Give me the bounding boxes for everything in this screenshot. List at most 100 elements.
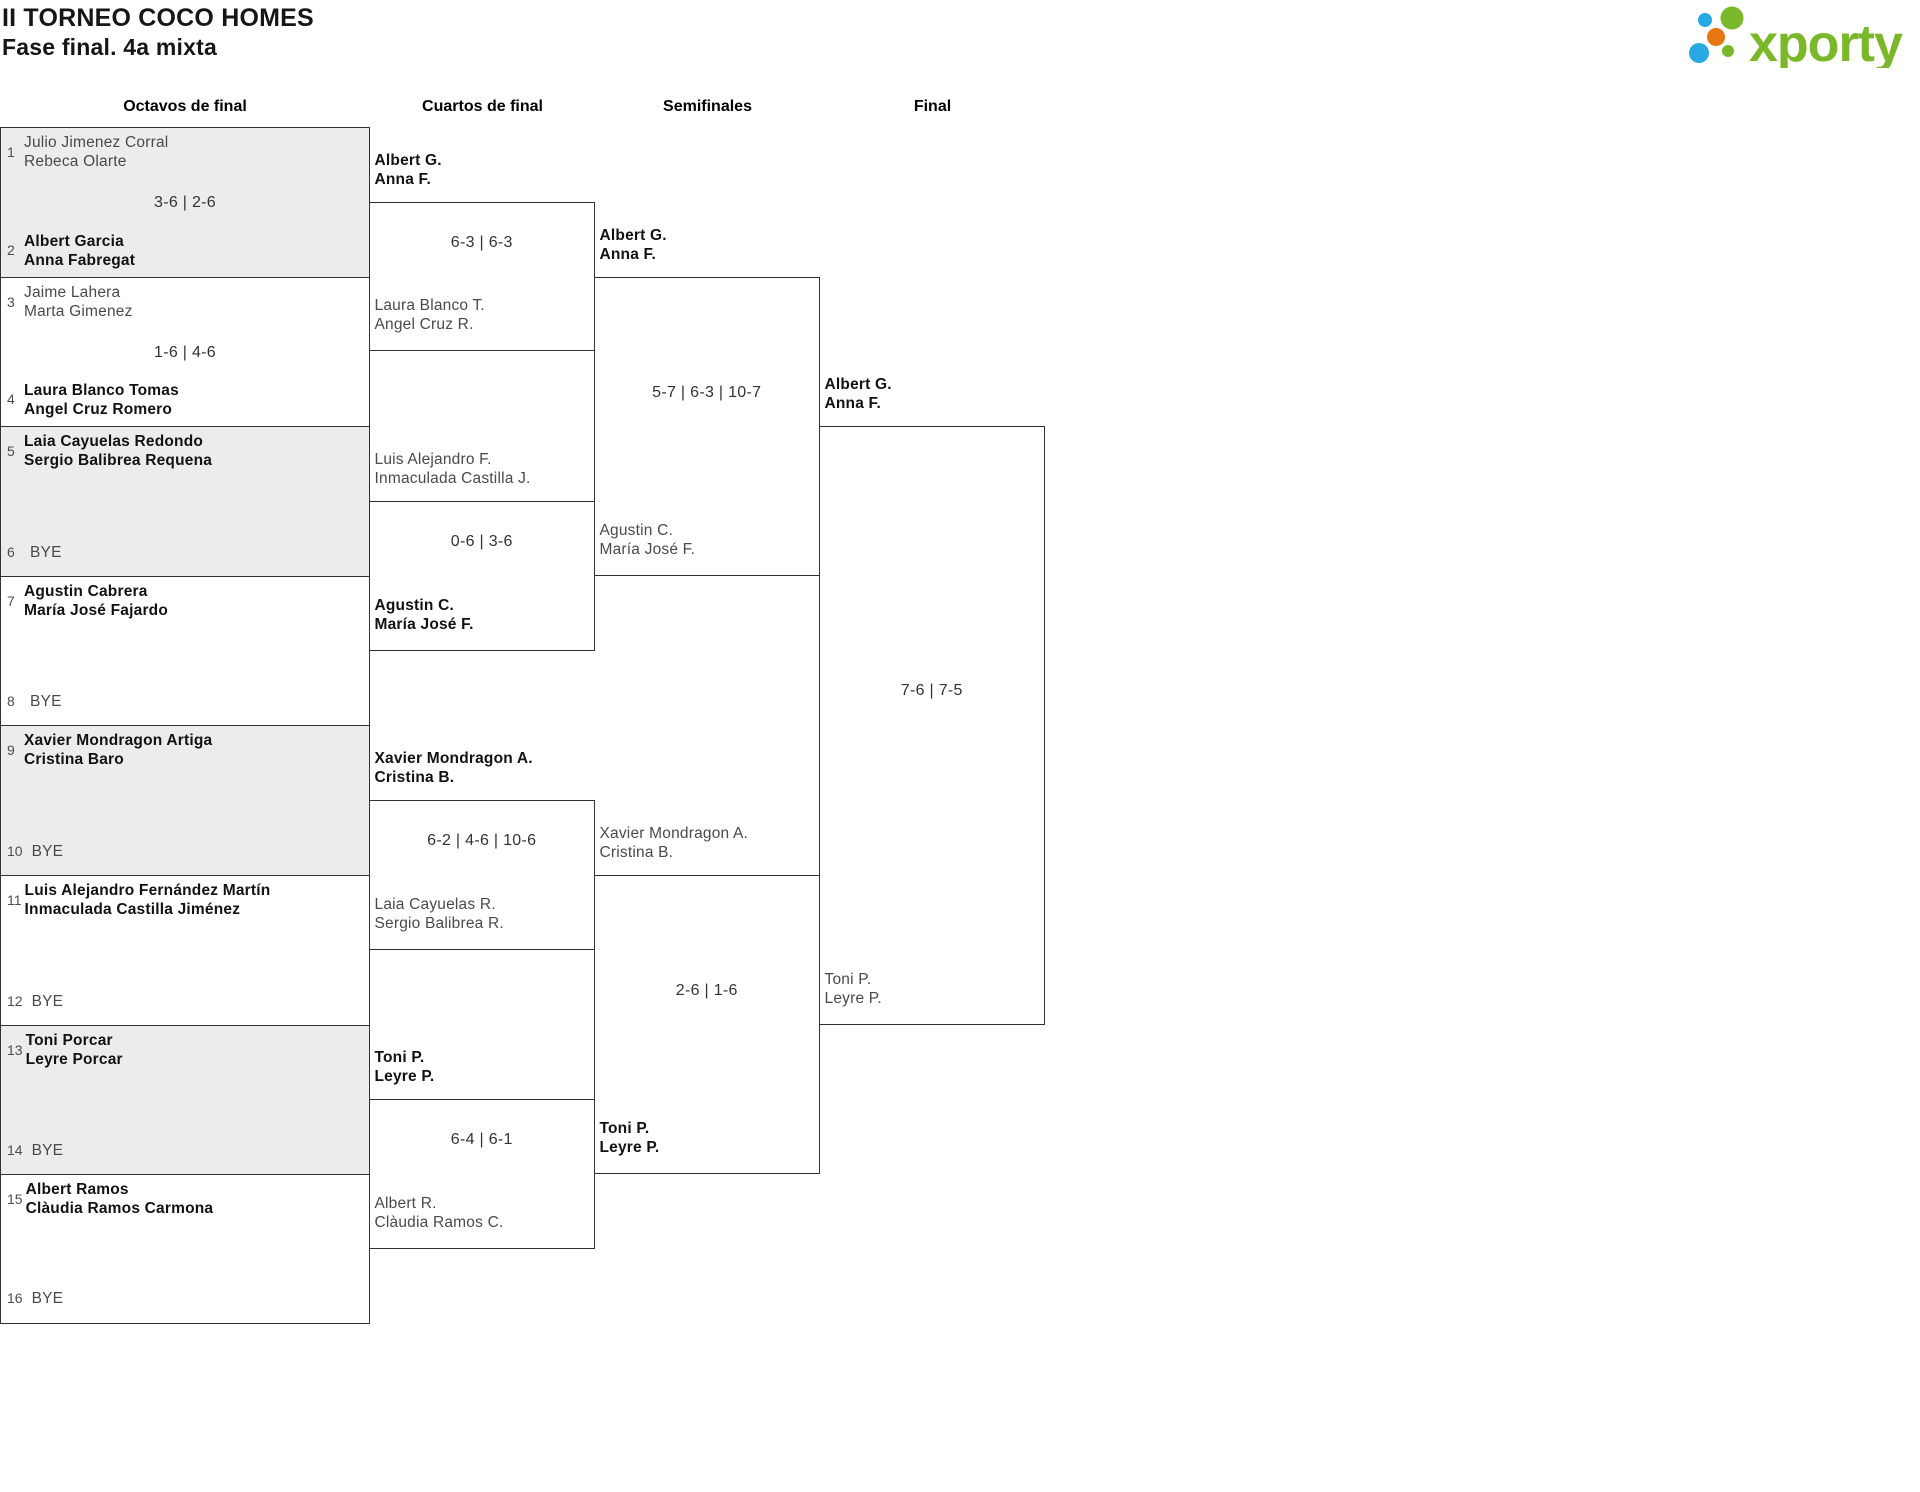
player-name: Albert G. xyxy=(824,376,892,393)
seed-number: 6 xyxy=(7,543,15,560)
player-name: Albert Garcia xyxy=(24,232,124,250)
player-name: Anna F. xyxy=(599,246,657,263)
player-name: Anna Fabregat xyxy=(24,251,136,269)
round-header-final: Final xyxy=(913,98,952,115)
player-name: Leyre P. xyxy=(374,1068,435,1085)
match-box-octavos-4: 7 Agustin Cabrera María José Fajardo 8 B… xyxy=(0,576,370,727)
bye-row: 12 BYE xyxy=(7,992,365,1011)
bye-label: BYE xyxy=(31,842,64,860)
player-name: Agustin C. xyxy=(599,522,674,539)
bye-row: 16 BYE xyxy=(7,1289,365,1308)
round-header-semifinales: Semifinales xyxy=(663,98,752,115)
player-name: Xavier Mondragon Artiga xyxy=(24,732,213,749)
xporty-dots-icon: xporty xyxy=(1689,6,1904,73)
bye-label: BYE xyxy=(31,1290,64,1307)
bye-row: 14 BYE xyxy=(7,1141,365,1160)
participant-label: Laia Cayuelas R. Sergio Balibrea R. xyxy=(375,895,504,933)
match-score: 6-3 | 6-3 xyxy=(450,234,513,251)
bye-label: BYE xyxy=(31,1141,64,1159)
player-name: María José Fajardo xyxy=(24,602,169,619)
logo-dot-orange xyxy=(1707,28,1725,46)
participant-label: Albert G. Anna F. xyxy=(600,226,667,264)
participant-pair: 2 Albert Garcia Anna Fabregat xyxy=(7,232,365,270)
seed-number: 5 xyxy=(7,442,15,459)
match-box-octavos-2: 3 Jaime Lahera Marta Gimenez 1-6 | 4-6 4… xyxy=(0,277,370,428)
seed-number: 16 xyxy=(7,1290,23,1306)
player-name: Albert R. xyxy=(374,1195,437,1212)
participant-pair: 11 Luis Alejandro Fernández Martín Inmac… xyxy=(7,881,365,919)
pair-names: Luis Alejandro Fernández Martín Inmacula… xyxy=(25,881,271,919)
participant-label: Xavier Mondragon A. Cristina B. xyxy=(600,824,749,862)
seed-number: 14 xyxy=(7,1141,23,1158)
match-box-semifinal-2: Xavier Mondragon A. Cristina B. 2-6 | 1-… xyxy=(593,825,820,1174)
seed-number: 11 xyxy=(7,891,22,908)
player-name: Sergio Balibrea R. xyxy=(374,915,504,932)
match-score: 6-2 | 4-6 | 10-6 xyxy=(427,832,537,849)
match-box-octavos-3: 5 Laia Cayuelas Redondo Sergio Balibrea … xyxy=(0,426,370,578)
player-name: Sergio Balibrea Requena xyxy=(24,452,213,469)
pair-names: Laia Cayuelas Redondo Sergio Balibrea Re… xyxy=(24,432,212,470)
player-name: Agustin Cabrera xyxy=(24,583,148,600)
player-name: Albert G. xyxy=(599,227,667,244)
player-name: Clàudia Ramos Carmona xyxy=(25,1200,214,1217)
participant-label: Toni P. Leyre P. xyxy=(600,1119,660,1157)
player-name: Toni P. xyxy=(599,1120,650,1137)
bye-label: BYE xyxy=(31,992,64,1010)
player-name: Rebeca Olarte xyxy=(24,153,127,170)
player-name: Toni Porcar xyxy=(25,1032,113,1049)
seed-number: 4 xyxy=(7,391,15,407)
match-score: 1-6 | 4-6 xyxy=(154,344,216,361)
pair-names: Laura Blanco Tomas Angel Cruz Romero xyxy=(24,381,179,419)
participant-label: Albert G. Anna F. xyxy=(825,375,892,413)
participant-pair: 15 Albert Ramos Clàudia Ramos Carmona xyxy=(7,1180,365,1218)
player-name: Cristina B. xyxy=(374,769,455,786)
match-box-semifinal-1: Albert G. Anna F. 5-7 | 6-3 | 10-7 Agust… xyxy=(593,227,820,576)
participant-pair: 9 Xavier Mondragon Artiga Cristina Baro xyxy=(7,731,365,769)
match-score: 3-6 | 2-6 xyxy=(154,194,216,211)
match-box-octavos-8: 15 Albert Ramos Clàudia Ramos Carmona 16… xyxy=(0,1174,370,1324)
player-name: Clàudia Ramos C. xyxy=(374,1214,504,1231)
seed-number: 10 xyxy=(7,842,23,859)
seed-number: 8 xyxy=(7,692,15,709)
match-box-cuartos-4: Toni P. Leyre P. 6-4 | 6-1 Albert R. Clà… xyxy=(368,1049,595,1249)
player-name: Xavier Mondragon A. xyxy=(599,825,749,842)
pair-names: Albert Garcia Anna Fabregat xyxy=(24,232,135,270)
logo-dot-blue-small xyxy=(1698,13,1712,27)
participant-label: Luis Alejandro F. Inmaculada Castilla J. xyxy=(375,450,531,488)
bye-row: 10 BYE xyxy=(7,842,365,861)
player-name: Toni P. xyxy=(374,1049,425,1066)
player-name: Anna F. xyxy=(824,395,882,412)
pair-names: Jaime Lahera Marta Gimenez xyxy=(24,283,133,321)
player-name: Luis Alejandro F. xyxy=(374,451,492,468)
player-name: Cristina B. xyxy=(599,844,674,861)
logo-dot-green-small xyxy=(1722,45,1734,57)
player-name: Laura Blanco T. xyxy=(374,297,485,314)
match-box-cuartos-3: Xavier Mondragon A. Cristina B. 6-2 | 4-… xyxy=(368,750,595,950)
match-box-octavos-7: 13 Toni Porcar Leyre Porcar 14 BYE xyxy=(0,1025,370,1176)
player-name: María José F. xyxy=(599,541,696,558)
match-score: 5-7 | 6-3 | 10-7 xyxy=(652,384,762,401)
bye-row: 6 BYE xyxy=(7,543,365,562)
player-name: Laia Cayuelas Redondo xyxy=(24,433,204,450)
match-score: 7-6 | 7-5 xyxy=(900,682,963,699)
participant-label: Xavier Mondragon A. Cristina B. xyxy=(375,749,533,787)
round-header-octavos: Octavos de final xyxy=(123,98,247,115)
participant-pair: 7 Agustin Cabrera María José Fajardo xyxy=(7,582,365,620)
pair-names: Agustin Cabrera María José Fajardo xyxy=(24,582,168,620)
player-name: Xavier Mondragon A. xyxy=(374,750,533,767)
player-name: Inmaculada Castilla Jiménez xyxy=(24,901,241,918)
pair-names: Toni Porcar Leyre Porcar xyxy=(26,1031,123,1069)
match-score: 2-6 | 1-6 xyxy=(675,982,738,999)
participant-pair: 5 Laia Cayuelas Redondo Sergio Balibrea … xyxy=(7,432,365,470)
player-name: Toni P. xyxy=(824,971,872,988)
page-title: II TORNEO COCO HOMES Fase final. 4a mixt… xyxy=(2,3,314,61)
participant-pair: 3 Jaime Lahera Marta Gimenez xyxy=(7,283,365,321)
pair-names: Julio Jimenez Corral Rebeca Olarte xyxy=(24,133,168,171)
player-name: Julio Jimenez Corral xyxy=(24,134,169,151)
participant-pair: 4 Laura Blanco Tomas Angel Cruz Romero xyxy=(7,381,365,419)
logo-dot-blue-big xyxy=(1689,43,1709,63)
player-name: Luis Alejandro Fernández Martín xyxy=(24,882,271,899)
match-box-final: Albert G. Anna F. 7-6 | 7-5 Toni P. Leyr… xyxy=(818,376,1045,1025)
seed-number: 7 xyxy=(7,592,15,609)
xporty-logo[interactable]: xporty xyxy=(1688,4,1920,73)
